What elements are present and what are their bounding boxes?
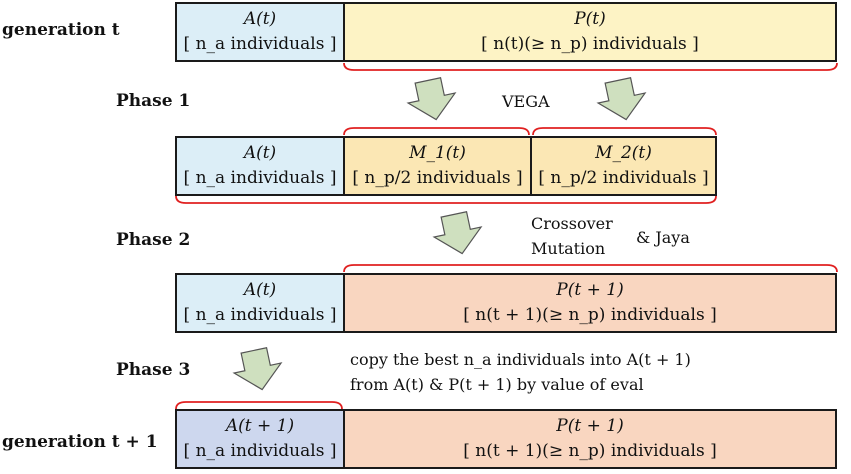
archive-title: A(t + 1) bbox=[225, 416, 295, 437]
arrow-down-icon bbox=[406, 77, 457, 121]
subpopulation-m1-brace bbox=[343, 127, 530, 136]
arrow-down-icon bbox=[232, 347, 283, 391]
grouping-braces bbox=[175, 62, 838, 410]
arrow-down-icon bbox=[596, 77, 647, 121]
archive-box-t-plus-1: A(t + 1) [ n_a individuals ] bbox=[175, 409, 345, 469]
subpopulation-m1-size: [ n_p/2 individuals ] bbox=[352, 168, 523, 188]
mutation-note: Mutation bbox=[531, 239, 606, 258]
new-archive-brace bbox=[175, 401, 343, 410]
copy-note-line-2: from A(t) & P(t + 1) by value of eval bbox=[350, 375, 644, 394]
archive-size: [ n_a individuals ] bbox=[183, 441, 337, 461]
jaya-note: & Jaya bbox=[636, 228, 690, 247]
offspring-size: [ n(t + 1)(≥ n_p) individuals ] bbox=[463, 305, 717, 325]
archive-box-t: A(t) [ n_a individuals ] bbox=[175, 2, 345, 62]
population-size: [ n(t + 1)(≥ n_p) individuals ] bbox=[463, 441, 717, 461]
label-phase-3: Phase 3 bbox=[116, 360, 191, 380]
archive-size: [ n_a individuals ] bbox=[183, 305, 337, 325]
subpopulation-m2-size: [ n_p/2 individuals ] bbox=[538, 168, 709, 188]
flow-arrows bbox=[232, 77, 647, 391]
archive-title: A(t) bbox=[243, 143, 277, 164]
offspring-title: P(t + 1) bbox=[556, 280, 624, 301]
population-box-t-plus-1: P(t + 1) [ n(t + 1)(≥ n_p) individuals ] bbox=[343, 409, 837, 469]
crossover-note: Crossover bbox=[531, 214, 613, 233]
subpopulation-m1-title: M_1(t) bbox=[409, 143, 466, 164]
label-phase-1: Phase 1 bbox=[116, 91, 191, 111]
archive-title: A(t) bbox=[243, 280, 277, 301]
arrow-down-icon bbox=[432, 211, 483, 255]
subpopulation-m2-brace bbox=[532, 127, 717, 136]
subpopulation-m1-box: M_1(t) [ n_p/2 individuals ] bbox=[343, 136, 532, 196]
population-size: [ n(t)(≥ n_p) individuals ] bbox=[481, 34, 699, 54]
archive-size: [ n_a individuals ] bbox=[183, 34, 337, 54]
copy-note-line-1: copy the best n_a individuals into A(t +… bbox=[350, 350, 691, 369]
population-brace bbox=[343, 62, 838, 71]
label-phase-2: Phase 2 bbox=[116, 230, 191, 250]
label-generation-t: generation t bbox=[2, 20, 120, 40]
subpopulation-m2-box: M_2(t) [ n_p/2 individuals ] bbox=[530, 136, 717, 196]
archive-size: [ n_a individuals ] bbox=[183, 168, 337, 188]
offspring-box-t-plus-1: P(t + 1) [ n(t + 1)(≥ n_p) individuals ] bbox=[343, 273, 837, 333]
archive-box-phase1: A(t) [ n_a individuals ] bbox=[175, 136, 345, 196]
archive-title: A(t) bbox=[243, 9, 277, 30]
label-generation-t-plus-1: generation t + 1 bbox=[2, 432, 158, 452]
population-box-t: P(t) [ n(t)(≥ n_p) individuals ] bbox=[343, 2, 837, 62]
population-title: P(t) bbox=[574, 9, 606, 30]
phase1-output-brace bbox=[175, 195, 717, 204]
vega-note: VEGA bbox=[502, 92, 550, 111]
offspring-brace bbox=[343, 264, 838, 273]
archive-box-phase2: A(t) [ n_a individuals ] bbox=[175, 273, 345, 333]
subpopulation-m2-title: M_2(t) bbox=[595, 143, 652, 164]
population-title: P(t + 1) bbox=[556, 416, 624, 437]
